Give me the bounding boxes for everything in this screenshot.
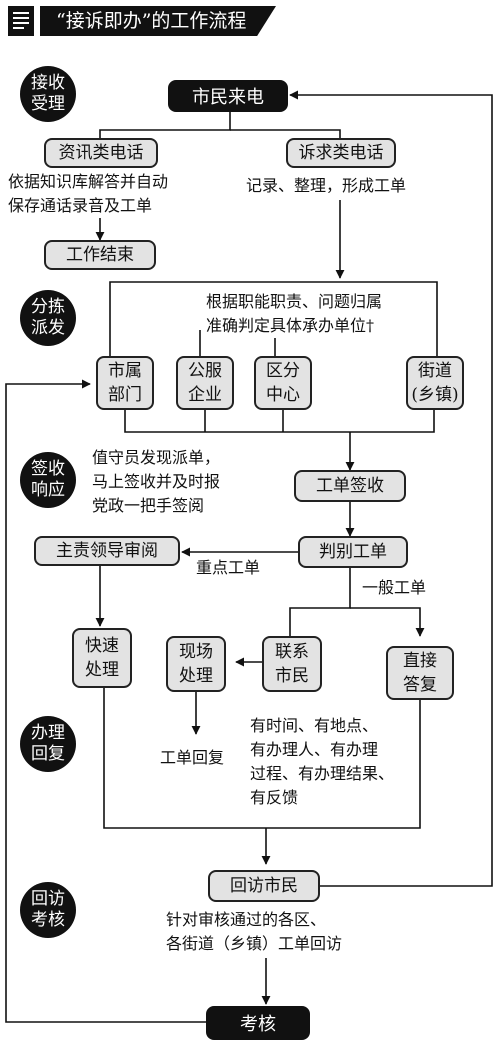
note-sign-handling: 值守员发现派单， 马上签收并及时报 党政一把手签阅 <box>92 448 221 515</box>
node-onsite-handle: 现场 处理 <box>166 636 226 692</box>
label-key-order: 重点工单 <box>196 558 261 577</box>
node-info-call: 资讯类电话 <box>44 138 158 168</box>
node-citizen-call: 市民来电 <box>168 80 288 112</box>
node-order-sign: 工单签收 <box>294 470 406 502</box>
unit-street-town: 街道 (乡镇) <box>406 356 464 410</box>
node-leader-review: 主责领导审阅 <box>34 536 180 566</box>
stage-handle: 办理 回复 <box>20 716 76 772</box>
note-revisit-scope: 针对审核通过的各区、 各街道（乡镇）工单回访 <box>166 910 343 953</box>
page-title: “接诉即办”的工作流程 <box>40 6 276 36</box>
document-icon <box>8 6 34 36</box>
line-units-merge <box>124 410 435 433</box>
stage-dispatch: 分拣 派发 <box>20 290 76 346</box>
arrow-revisit-to-call <box>289 90 493 887</box>
stage-revisit: 回访 考核 <box>20 882 76 938</box>
node-assessment: 考核 <box>206 1006 310 1040</box>
line-merge-handle <box>103 688 421 829</box>
arrow-to-direct <box>350 607 425 637</box>
dispatch-frame <box>109 281 438 356</box>
node-contact-citizen: 联系 市民 <box>262 636 322 692</box>
node-revisit-citizen: 回访市民 <box>208 870 320 902</box>
unit-district-center: 区分 中心 <box>254 356 312 410</box>
unit-city-dept: 市属 部门 <box>96 356 154 410</box>
note-appeal-handling: 记录、整理，形成工单 <box>246 176 407 195</box>
note-info-handling: 依据知识库解答并自动 保存通话录音及工单 <box>8 172 169 215</box>
line-call-to-appeal <box>230 129 341 138</box>
arrow-assessment-to-units <box>5 379 206 1023</box>
note-reply-requirements: 有时间、有地点、 有办理人、有办理 过程、有办理结果、 有反馈 <box>250 716 395 807</box>
node-fast-handle: 快速 处理 <box>72 628 132 688</box>
node-judge-order: 判别工单 <box>298 536 408 568</box>
node-direct-reply: 直接 答复 <box>386 646 454 700</box>
node-appeal-call: 诉求类电话 <box>286 138 396 168</box>
node-work-end: 工作结束 <box>44 240 156 270</box>
note-dispatch-rule: 根据职能职责、问题归属 准确判定具体承办单位† <box>206 290 434 338</box>
stage-receive: 接收 受理 <box>20 66 76 122</box>
stage-sign: 签收 响应 <box>20 452 76 508</box>
label-general-order: 一般工单 <box>362 578 427 597</box>
line-call-to-info <box>99 112 231 138</box>
label-order-reply: 工单回复 <box>160 748 225 767</box>
line-judge-to-contact <box>289 568 351 636</box>
unit-public-enterprise: 公服 企业 <box>176 356 234 410</box>
